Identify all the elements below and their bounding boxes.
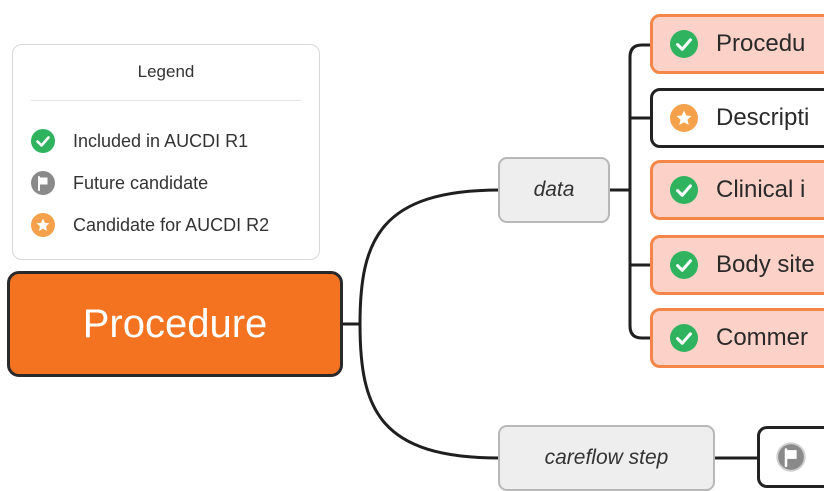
data-item-label: Clinical i <box>716 176 806 203</box>
legend-item-included: Included in AUCDI R1 <box>31 129 248 153</box>
data-item-description[interactable]: Descripti <box>650 88 824 148</box>
data-item-comment[interactable]: Commer <box>650 308 824 368</box>
star-icon <box>670 104 698 132</box>
careflow-item-future[interactable] <box>757 426 824 488</box>
flag-icon <box>776 442 806 472</box>
check-icon <box>670 30 698 58</box>
data-item-label: Commer <box>716 324 809 351</box>
legend-divider <box>31 100 301 101</box>
data-item-procedure[interactable]: Procedu <box>650 14 824 74</box>
flag-icon <box>31 171 55 195</box>
legend-item-future: Future candidate <box>31 171 208 195</box>
data-item-label: Descripti <box>716 104 810 131</box>
check-icon <box>670 176 698 204</box>
group-node-data[interactable]: data <box>498 157 610 223</box>
legend-title: Legend <box>137 62 195 81</box>
legend-label: Included in AUCDI R1 <box>73 130 249 151</box>
data-item-clinical[interactable]: Clinical i <box>650 160 824 220</box>
group-node-careflow-step[interactable]: careflow step <box>498 425 715 491</box>
data-item-label: Body site <box>716 251 815 278</box>
data-item-body-site[interactable]: Body site <box>650 235 824 295</box>
root-node-procedure[interactable]: Procedure <box>7 271 343 377</box>
star-icon <box>31 213 55 237</box>
data-item-label: Procedu <box>716 30 806 57</box>
legend-panel: Legend Included in AUCDI R1 Future candi… <box>12 44 320 260</box>
check-icon <box>670 251 698 279</box>
legend-label: Candidate for AUCDI R2 <box>73 214 270 235</box>
check-icon <box>31 129 55 153</box>
legend-label: Future candidate <box>73 172 209 193</box>
check-icon <box>670 324 698 352</box>
legend-item-candidate: Candidate for AUCDI R2 <box>31 213 269 237</box>
